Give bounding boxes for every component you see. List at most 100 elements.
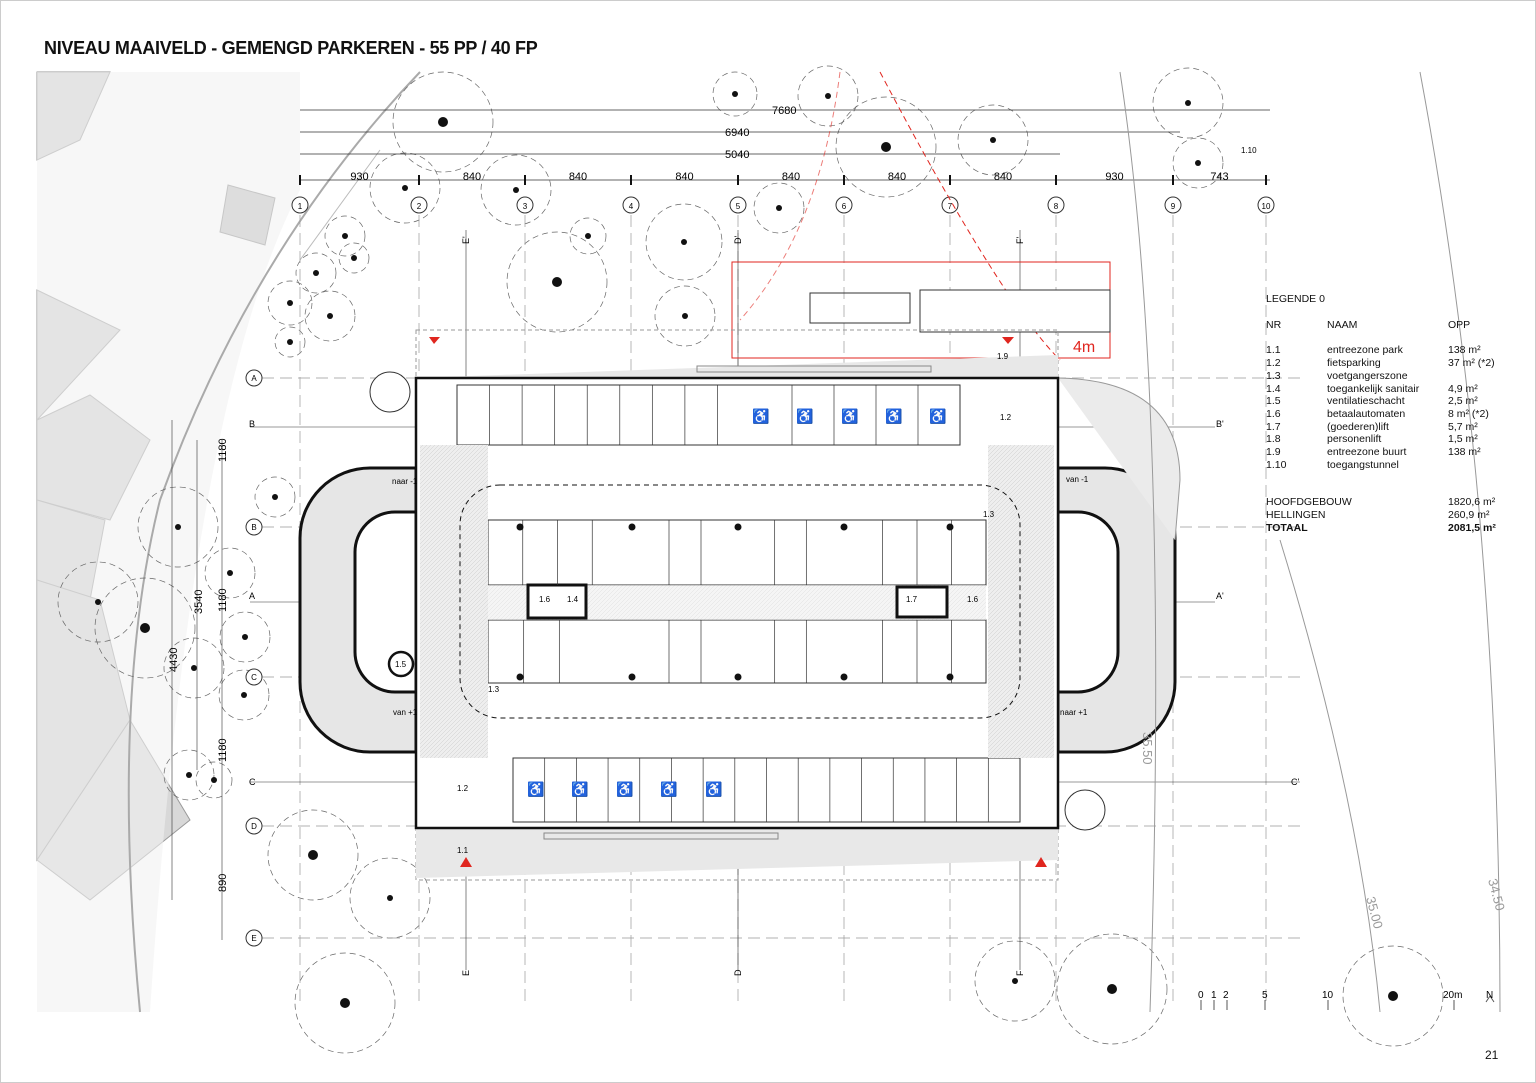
tree-canopy (1056, 933, 1168, 1045)
legend-opp: 4,9 m² (1448, 382, 1478, 395)
svg-text:1.5: 1.5 (395, 660, 407, 669)
svg-text:34.50: 34.50 (1485, 877, 1508, 912)
svg-text:1.7: 1.7 (906, 595, 918, 604)
tree-trunk (387, 895, 393, 901)
legend-nr: 1.4 (1266, 382, 1281, 395)
vertical-dimensions: 1180 3540 4430 1180 1180 890 (168, 438, 229, 892)
svg-text:E: E (461, 970, 471, 976)
entrance-zone-buurt (731, 71, 1111, 361)
scale-bar (1200, 995, 1495, 1010)
svg-text:A': A' (1216, 591, 1224, 601)
legend-nr: 1.10 (1266, 458, 1287, 471)
tree-canopy (274, 326, 306, 358)
accessible-parking-icon: ♿ (705, 781, 722, 798)
svg-text:van -1: van -1 (1066, 475, 1089, 484)
grid-axis-marker (1047, 196, 1065, 214)
svg-text:35.00: 35.00 (1363, 895, 1386, 930)
svg-text:1180: 1180 (217, 438, 229, 462)
accessible-parking-icon: ♿ (929, 408, 946, 425)
grid-axis-label: 6 (842, 202, 847, 211)
trees (57, 65, 1444, 1054)
svg-text:1.2: 1.2 (1000, 413, 1012, 422)
legend-opp: 138 m² (1448, 446, 1481, 459)
legend-total-value: 1820,6 m² (1448, 496, 1496, 509)
tree-canopy (835, 96, 937, 198)
column (734, 673, 742, 681)
row-axis-marker (245, 369, 263, 387)
svg-text:1180: 1180 (217, 588, 229, 612)
svg-text:1180: 1180 (217, 738, 229, 762)
legend-naam: toegangstunnel (1327, 458, 1399, 471)
grid-axis-marker (729, 196, 747, 214)
row-axis-marker (245, 518, 263, 536)
svg-text:1.10: 1.10 (1241, 146, 1257, 155)
row-axis-marker (245, 817, 263, 835)
tree-canopy (57, 561, 139, 643)
grid-dimension: 840 (463, 171, 481, 183)
legend-naam: personenlift (1327, 433, 1382, 446)
tree-canopy (1172, 137, 1224, 189)
svg-text:1.1: 1.1 (457, 846, 469, 855)
row-axis-label: B (251, 523, 256, 532)
tree-canopy (369, 152, 441, 224)
tree-trunk (186, 772, 192, 778)
svg-text:A: A (249, 591, 255, 601)
column (946, 673, 954, 681)
row-axis-label: C (251, 673, 257, 682)
row-axis-label: E (251, 934, 256, 943)
svg-text:1.3: 1.3 (983, 510, 995, 519)
tree-trunk (1195, 160, 1201, 166)
tree-canopy (974, 940, 1056, 1022)
tree-canopy (137, 486, 219, 568)
tree-trunk (342, 233, 348, 239)
legend-naam: ventilatieschacht (1327, 395, 1405, 408)
tree-trunk (1185, 100, 1191, 106)
grid-dimension: 840 (782, 171, 800, 183)
legend-nr: 1.6 (1266, 407, 1281, 420)
tree-trunk (682, 313, 688, 319)
dim-overall-3: 5040 (725, 149, 749, 161)
svg-text:B: B (249, 419, 255, 429)
accessible-parking-icon: ♿ (616, 781, 633, 798)
grid-axis-marker (516, 196, 534, 214)
tree-trunk (585, 233, 591, 239)
row-axis-marker (245, 668, 263, 686)
svg-text:3540: 3540 (193, 590, 205, 614)
tree-trunk (175, 524, 181, 530)
tree-trunk (513, 187, 519, 193)
neighbouring-buildings (36, 71, 421, 1013)
grid-axis-marker (291, 196, 309, 214)
legend-naam: entreezone buurt (1327, 446, 1407, 459)
legend-opp: 5,7 m² (1448, 420, 1478, 433)
legend-naam: entreezone park (1327, 344, 1403, 357)
column (840, 673, 848, 681)
tree-trunk (287, 300, 293, 306)
legend-opp: 2,5 m² (1448, 395, 1478, 408)
grid-axis-label: 9 (1171, 202, 1176, 211)
tree-trunk (191, 665, 197, 671)
tree-trunk (242, 634, 248, 640)
tree-trunk (211, 777, 217, 783)
tree-trunk (351, 255, 357, 261)
tree-trunk (776, 205, 782, 211)
north-arrow-label: N (1486, 990, 1493, 1001)
accessible-parking-icon: ♿ (841, 408, 858, 425)
tree-canopy (267, 280, 313, 326)
tree-trunk (1107, 984, 1117, 994)
tree-trunk (313, 270, 319, 276)
tree-canopy (163, 749, 215, 801)
svg-text:1.3: 1.3 (488, 685, 500, 694)
tree-canopy (654, 285, 716, 347)
grid-axis-marker (941, 196, 959, 214)
legend-total-label: HOOFDGEBOUW (1266, 496, 1352, 509)
legend-total-value: 2081,5 m² (1448, 521, 1496, 534)
tree-canopy (1152, 67, 1224, 139)
room-labels: 1.9 1.2 1.3 1.6 1.4 1.7 1.6 1.5 1.3 1.2 … (392, 146, 1257, 855)
grid-dimension: 840 (675, 171, 693, 183)
tree-canopy (569, 217, 607, 255)
grid-axis-label: 10 (1262, 202, 1271, 211)
grid-axis-label: 8 (1054, 202, 1059, 211)
